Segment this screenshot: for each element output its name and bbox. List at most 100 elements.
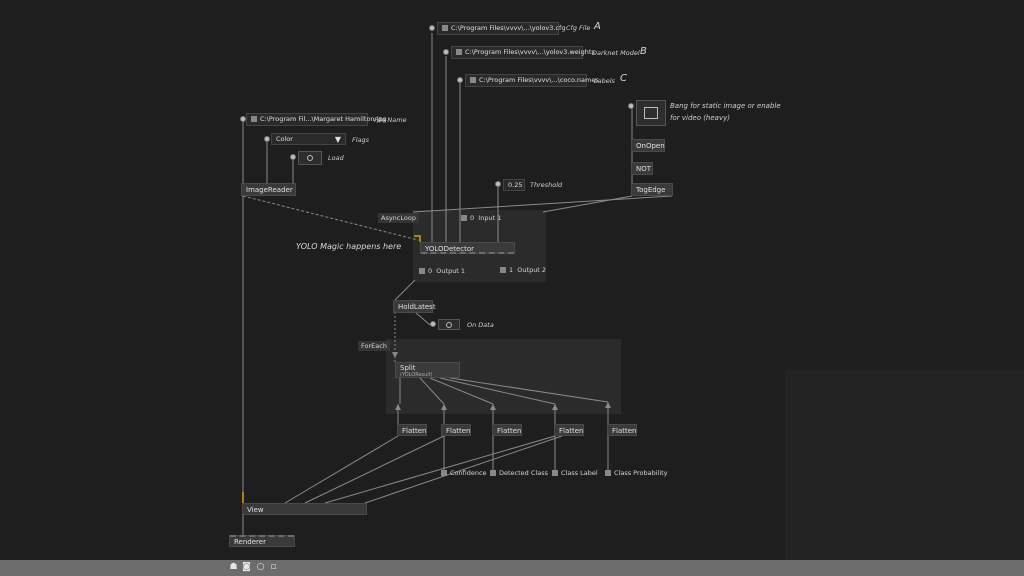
output-1-port[interactable]: 0 Output 1 — [419, 267, 465, 275]
load-pin[interactable] — [290, 154, 296, 160]
flags-dropdown[interactable]: Color ▼ — [271, 133, 346, 145]
canvas-shade — [785, 370, 1024, 560]
on-open-node[interactable]: OnOpen — [631, 139, 665, 152]
yolo-magic-annotation: YOLO Magic happens here — [296, 242, 402, 251]
cfg-letter: A — [594, 21, 601, 32]
camera-icon[interactable]: ◙ — [242, 562, 251, 572]
flatten-node-5[interactable]: Flatten — [607, 424, 637, 436]
input-1-port[interactable]: 0 Input 1 — [461, 214, 501, 222]
yolo-pins — [421, 250, 514, 254]
port-icon — [461, 215, 467, 221]
port-icon — [605, 470, 611, 476]
on-data-pin[interactable] — [430, 321, 436, 327]
threshold-pin[interactable] — [495, 181, 501, 187]
yolo-detector-node[interactable]: YOLODetector — [420, 242, 515, 254]
view-node[interactable]: View — [242, 503, 367, 515]
port-icon — [419, 268, 425, 274]
person-icon[interactable]: ☗ — [229, 562, 238, 572]
flatten-node-4[interactable]: Flatten — [554, 424, 584, 436]
weights-pin[interactable] — [443, 49, 449, 55]
yolo-detector-title: YOLODetector — [425, 245, 475, 253]
names-letter: C — [620, 73, 627, 84]
bang-pin[interactable] — [628, 103, 634, 109]
flatten-node-2[interactable]: Flatten — [441, 424, 471, 436]
on-open-title: OnOpen — [636, 142, 665, 150]
image-path: C:\Program Fil...\Margaret Hamilton.jpg — [260, 115, 387, 123]
class-probability-output[interactable]: Class Probability — [605, 469, 668, 477]
on-data-toggle[interactable] — [438, 319, 460, 330]
class-probability-label: Class Probability — [614, 469, 668, 477]
flatten-title: Flatten — [559, 427, 584, 435]
hold-latest-node[interactable]: HoldLatest — [393, 300, 436, 313]
flags-value: Color — [276, 135, 293, 143]
file-icon — [456, 49, 462, 55]
flatten-title: Flatten — [612, 427, 637, 435]
port-icon — [441, 470, 447, 476]
names-file-input[interactable]: C:\Program Files\vvvv\...\coco.names — [465, 74, 599, 87]
bang-button[interactable] — [636, 100, 666, 126]
image-file-input[interactable]: C:\Program Fil...\Margaret Hamilton.jpg — [246, 113, 387, 126]
settings-icon[interactable]: ○ — [256, 562, 265, 572]
on-data-label: On Data — [467, 321, 494, 329]
flags-pin[interactable] — [264, 136, 270, 142]
weights-label: Darknet Model — [592, 49, 640, 57]
square-icon — [644, 107, 658, 119]
cfg-file-input[interactable]: C:\Program Files\vvvv\...\yolov3.cfg — [437, 22, 565, 35]
output-1-label: Output 1 — [436, 267, 466, 275]
threshold-label: Threshold — [530, 181, 563, 189]
flags-label: Flags — [352, 136, 370, 144]
view-title: View — [247, 506, 264, 514]
flatten-title: Flatten — [446, 427, 471, 435]
renderer-title: Renderer — [234, 538, 266, 546]
not-node[interactable]: NOT — [631, 162, 653, 175]
foreach-tag[interactable]: ForEach — [358, 341, 390, 351]
patch-canvas[interactable]: AsyncLoop ForEach — [0, 0, 1024, 560]
output-1-index: 0 — [428, 267, 433, 275]
image-pin[interactable] — [240, 116, 246, 122]
weights-path: C:\Program Files\vvvv\...\yolov3.weights — [465, 48, 595, 56]
wires-layer — [242, 33, 673, 535]
status-bar: ☗ ◙ ○ ▫ — [0, 560, 1024, 576]
port-icon — [500, 267, 506, 273]
cfg-pin[interactable] — [429, 25, 435, 31]
weights-file-input[interactable]: C:\Program Files\vvvv\...\yolov3.weights — [451, 46, 595, 59]
circle-icon — [307, 155, 313, 161]
names-pin[interactable] — [457, 77, 463, 83]
names-path: C:\Program Files\vvvv\...\coco.names — [479, 76, 599, 84]
split-title: Split — [400, 364, 416, 372]
async-loop-tag[interactable]: AsyncLoop — [378, 213, 419, 223]
bang-label-1: Bang for static image or enable — [670, 102, 781, 110]
flatten-node-1[interactable]: Flatten — [397, 424, 427, 436]
renderer-pins — [230, 535, 294, 539]
flatten-title: Flatten — [402, 427, 427, 435]
cfg-label: Cfg File — [566, 24, 591, 32]
bang-label-2: for video (heavy) — [670, 114, 730, 122]
circle-icon — [446, 322, 452, 328]
hold-latest-title: HoldLatest — [398, 303, 436, 311]
port-icon — [490, 470, 496, 476]
renderer-node[interactable]: Renderer — [229, 535, 295, 547]
input-1-label: Input 1 — [478, 214, 502, 222]
load-toggle[interactable] — [298, 151, 322, 165]
trigger-title: TogEdge — [636, 186, 666, 194]
names-label: Labels — [594, 77, 615, 85]
chevron-down-icon: ▼ — [334, 135, 341, 144]
not-title: NOT — [636, 165, 652, 173]
input-1-index: 0 — [470, 214, 475, 222]
detected-class-output[interactable]: Detected Class — [490, 469, 548, 477]
image-label: File Name — [374, 116, 407, 124]
image-reader-node[interactable]: ImageReader — [241, 183, 296, 196]
class-label-output[interactable]: Class Label — [552, 469, 598, 477]
confidence-output[interactable]: Confidence — [441, 469, 487, 477]
threshold-input[interactable]: 0.25 — [503, 179, 525, 191]
class-label-label: Class Label — [561, 469, 598, 477]
output-2-port[interactable]: 1 Output 2 — [500, 266, 546, 274]
port-icon — [552, 470, 558, 476]
flatten-node-3[interactable]: Flatten — [492, 424, 522, 436]
detected-class-label: Detected Class — [499, 469, 548, 477]
file-icon — [470, 77, 476, 83]
window-icon[interactable]: ▫ — [270, 562, 277, 572]
split-node[interactable]: Split (YOLOResult) — [395, 362, 460, 378]
trigger-node[interactable]: TogEdge — [631, 183, 673, 196]
threshold-value: 0.25 — [508, 181, 523, 189]
